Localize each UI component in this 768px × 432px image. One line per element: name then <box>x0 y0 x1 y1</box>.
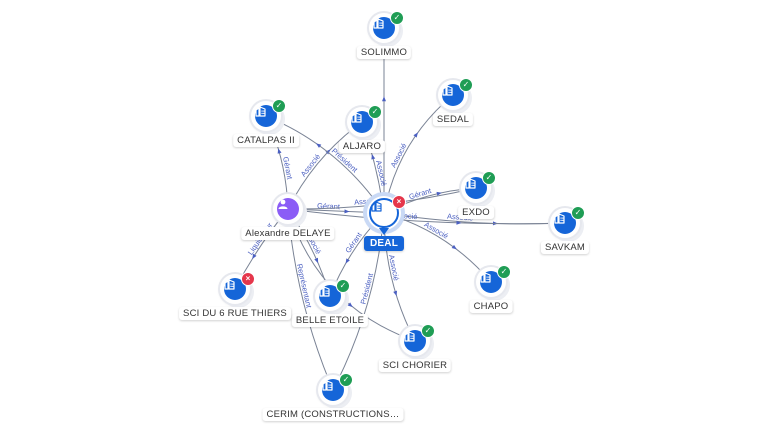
edge-arrow <box>252 253 257 260</box>
node-disc[interactable] <box>461 173 491 203</box>
status-active-check-icon: ✓ <box>482 171 496 185</box>
company-building-icon <box>554 212 576 234</box>
edge-label: Associé <box>299 152 322 178</box>
status-active-check-icon: ✓ <box>336 279 350 293</box>
status-active-check-icon: ✓ <box>339 373 353 387</box>
node-disc[interactable] <box>273 194 303 224</box>
edge-arrow <box>393 290 398 297</box>
edge-arrow <box>382 96 386 102</box>
edge-arrow <box>436 191 442 196</box>
edge-arrow <box>413 132 418 138</box>
status-active-check-icon: ✓ <box>368 105 382 119</box>
status-closed-cross-icon: × <box>392 195 406 209</box>
node-label[interactable]: SEDAL <box>432 113 474 126</box>
company-building-icon <box>255 105 277 127</box>
edge-arrow <box>345 258 350 264</box>
status-active-check-icon: ✓ <box>272 99 286 113</box>
edge-label: Associé <box>354 196 381 207</box>
company-building-icon <box>322 379 344 401</box>
edge-delaye-savkam[interactable]: Associé <box>287 208 566 225</box>
node-disc[interactable] <box>367 196 401 230</box>
edge-label: Associé <box>389 142 409 169</box>
edge-label: Gérant <box>317 201 341 211</box>
center-pin-icon <box>379 228 389 235</box>
status-closed-cross-icon: × <box>241 272 255 286</box>
company-building-icon <box>442 84 464 106</box>
edge-line[interactable] <box>287 208 566 225</box>
edge-arrow <box>451 244 457 250</box>
company-building-icon <box>404 330 426 352</box>
company-building-icon <box>465 177 487 199</box>
node-label[interactable]: CHAPO <box>469 300 513 313</box>
node-label[interactable]: Alexandre DELAYE <box>241 227 335 240</box>
edge-arrow <box>456 220 462 225</box>
edge-label: Président <box>359 271 376 305</box>
status-active-check-icon: ✓ <box>571 206 585 220</box>
edge-arrow <box>316 143 322 148</box>
node-label[interactable]: EXDO <box>458 206 494 219</box>
company-building-icon <box>224 278 246 300</box>
edge-arrow <box>314 257 319 264</box>
node-label[interactable]: CATALPAS II <box>233 134 299 147</box>
node-label[interactable]: SAVKAM <box>540 241 590 254</box>
status-active-check-icon: ✓ <box>390 11 404 25</box>
node-label[interactable]: ALJARO <box>338 140 386 153</box>
edge-arrow <box>371 154 376 160</box>
node-label[interactable]: DEAL <box>363 236 405 251</box>
node-label[interactable]: CERIM (CONSTRUCTIONS… <box>262 408 404 421</box>
edge-arrow <box>347 302 353 308</box>
status-active-check-icon: ✓ <box>459 78 473 92</box>
edge-label: Représentant <box>295 263 314 310</box>
node-label[interactable]: BELLE ETOILE <box>291 314 369 327</box>
node-label[interactable]: SCI CHORIER <box>378 359 452 372</box>
edge-arrow <box>277 148 282 154</box>
person-icon <box>277 198 299 220</box>
node-label[interactable]: SCI DU 6 RUE THIERS <box>179 307 291 320</box>
edge-line[interactable] <box>332 212 385 391</box>
company-building-icon <box>319 285 341 307</box>
edge-label: Associé <box>391 210 418 221</box>
company-building-icon <box>480 271 502 293</box>
node-disc[interactable] <box>315 281 345 311</box>
company-building-icon <box>351 111 373 133</box>
status-active-check-icon: ✓ <box>497 265 511 279</box>
company-building-icon <box>369 198 399 228</box>
status-active-check-icon: ✓ <box>421 324 435 338</box>
edge-arrow <box>344 209 350 214</box>
company-building-icon <box>373 17 395 39</box>
node-label[interactable]: SOLIMMO <box>356 46 412 59</box>
